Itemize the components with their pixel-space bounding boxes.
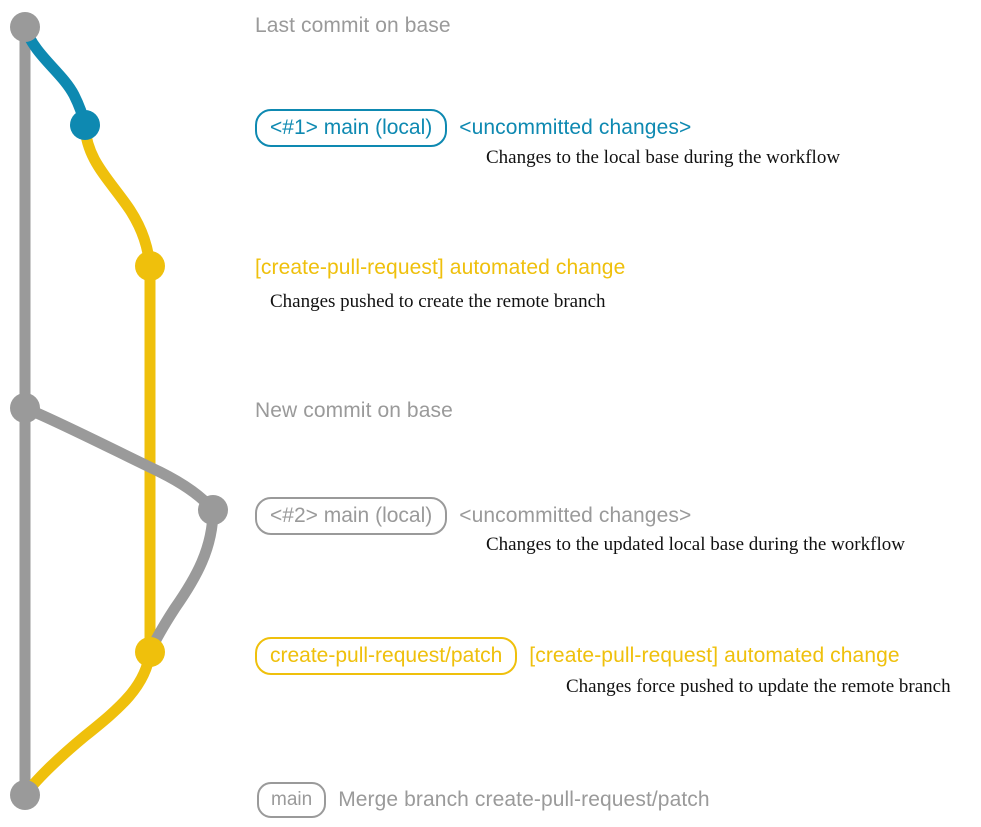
- commit-description-local-main-1: Changes to the local base during the wor…: [486, 147, 841, 168]
- branch-badge-main[interactable]: main: [257, 782, 327, 818]
- commit-headline-new-commit-on-base: New commit on base: [255, 399, 453, 422]
- branch-badge-create-pull-request-patch[interactable]: create-pull-request/patch: [255, 637, 518, 675]
- edge-base-to-local1: [19, 21, 91, 131]
- node-remote-commit-2[interactable]: [135, 637, 165, 667]
- commit-subject-automated-change-2: [create-pull-request] automated change: [529, 644, 900, 667]
- commit-row-automated-change-2: create-pull-request/patch [create-pull-r…: [255, 637, 900, 675]
- edge-remote2-to-merge: [19, 646, 156, 801]
- edge-local1-to-remote1: [79, 119, 156, 272]
- commit-row-merge: main Merge branch create-pull-request/pa…: [257, 782, 710, 818]
- commit-headline-automated-change-1: [create-pull-request] automated change: [255, 256, 626, 279]
- node-remote-commit-1[interactable]: [135, 251, 165, 281]
- edge-base2-to-local2: [19, 402, 219, 516]
- commit-row-local-main-1: <#1> main (local) <uncommitted changes>: [255, 109, 691, 147]
- node-local-commit-2[interactable]: [198, 495, 228, 525]
- commit-description-local-main-2: Changes to the updated local base during…: [486, 534, 905, 555]
- branch-badge-local-main-1[interactable]: <#1> main (local): [255, 109, 448, 147]
- commit-subject-local-main-1: <uncommitted changes>: [459, 116, 692, 139]
- commit-subject-merge: Merge branch create-pull-request/patch: [338, 788, 710, 811]
- commit-description-automated-change-1: Changes pushed to create the remote bran…: [270, 291, 606, 312]
- node-base-head[interactable]: [10, 12, 40, 42]
- commit-headline-last-commit-on-base: Last commit on base: [255, 14, 451, 37]
- node-local-commit-1[interactable]: [70, 110, 100, 140]
- node-base-new-commit[interactable]: [10, 393, 40, 423]
- node-merge[interactable]: [10, 780, 40, 810]
- branch-badge-local-main-2[interactable]: <#2> main (local): [255, 497, 448, 535]
- edge-local2-to-remote2: [144, 504, 219, 658]
- commit-row-local-main-2: <#2> main (local) <uncommitted changes>: [255, 497, 691, 535]
- commit-description-automated-change-2: Changes force pushed to update the remot…: [566, 676, 951, 697]
- commit-subject-local-main-2: <uncommitted changes>: [459, 504, 692, 527]
